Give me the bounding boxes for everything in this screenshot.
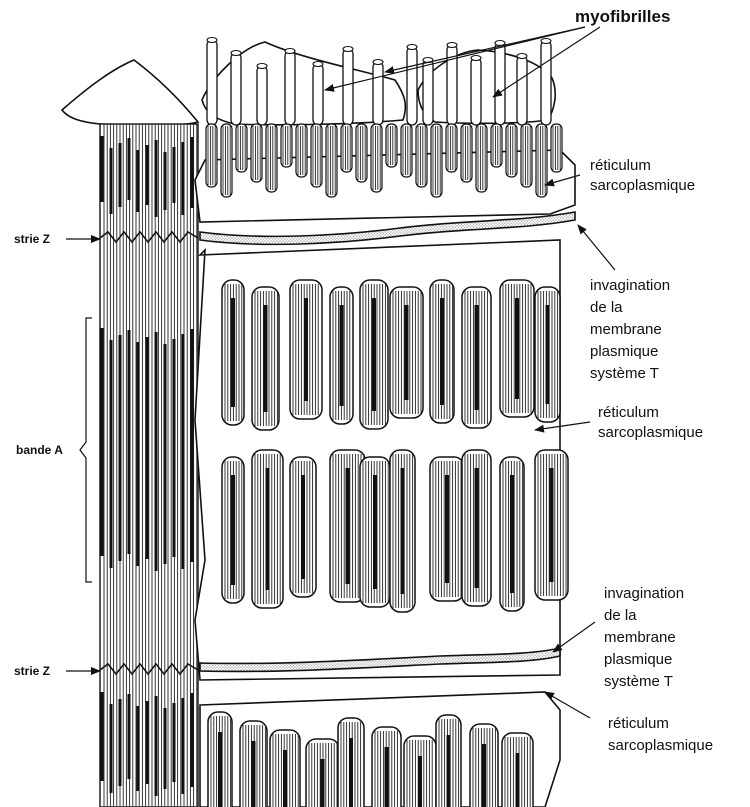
label-bande-a: bande A — [16, 443, 63, 457]
myofibril-rod-end — [447, 43, 457, 48]
label-invagination-bottom-line5: système T — [604, 673, 673, 690]
myofibril-rod — [471, 58, 481, 125]
myofibril-rod-end — [231, 51, 241, 56]
label-invagination-top-line2: de la — [590, 299, 623, 316]
label-invagination-top-line1: invagination — [590, 277, 670, 294]
myofibril-rod-end — [257, 64, 267, 69]
myofibril-rod — [257, 66, 267, 125]
label-strie-z-bottom: strie Z — [14, 664, 50, 678]
arrow-invagination-top — [578, 225, 615, 270]
bracket-bande-a — [80, 318, 92, 582]
label-invagination-bottom-line1: invagination — [604, 585, 684, 602]
label-strie-z-top: strie Z — [14, 232, 50, 246]
myofibril-rod-end — [471, 56, 481, 61]
label-invagination-top-line4: plasmique — [590, 343, 658, 360]
label-invagination-top-line5: système T — [590, 365, 659, 382]
myofibril-rod — [231, 53, 241, 125]
myofibril-rod — [423, 60, 433, 125]
left-myofibril-cap — [62, 60, 198, 125]
label-invagination-bottom-line3: membrane — [604, 629, 676, 646]
myofibril-rod-end — [407, 45, 417, 50]
left-myofibril — [62, 60, 198, 807]
myofibril-cap-2 — [418, 50, 555, 123]
myofibril-rod-end — [517, 54, 527, 59]
myofibril-rod-end — [343, 47, 353, 52]
myofibril-rod — [517, 56, 527, 125]
label-myofibrils: myofibrilles — [575, 7, 670, 26]
myofibril-rod — [207, 40, 217, 125]
label-invagination-top-line3: membrane — [590, 321, 662, 338]
label-reticulum-top-line2: sarcoplasmique — [590, 177, 695, 194]
label-reticulum-bottom-line1: réticulum — [608, 715, 669, 732]
label-reticulum-mid-line2: sarcoplasmique — [598, 424, 703, 441]
myofibril-rod — [373, 62, 383, 125]
label-reticulum-bottom-line2: sarcoplasmique — [608, 737, 713, 754]
label-reticulum-mid-line1: réticulum — [598, 404, 659, 421]
right-block — [195, 38, 575, 807]
myofibril-rod — [343, 49, 353, 125]
myofibril-rod — [285, 51, 295, 125]
myofibril-rod-end — [541, 39, 551, 44]
myofibril-rod — [541, 41, 551, 125]
label-invagination-bottom-line2: de la — [604, 607, 637, 624]
myofibril-rod-end — [207, 38, 217, 43]
myofibril-rod — [407, 47, 417, 125]
myofibril-rod-end — [313, 62, 323, 67]
myofibril-rod — [313, 64, 323, 125]
label-reticulum-top-line1: réticulum — [590, 157, 651, 174]
myofibril-rod-end — [285, 49, 295, 54]
myofibril-rod — [495, 43, 505, 125]
myofibril-rod-end — [373, 60, 383, 65]
label-invagination-bottom-line4: plasmique — [604, 651, 672, 668]
